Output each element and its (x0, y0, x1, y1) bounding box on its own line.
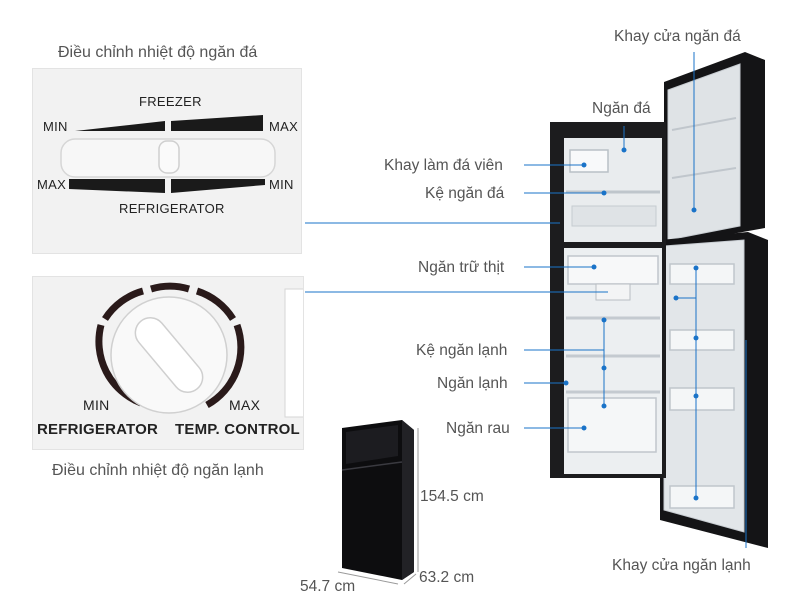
refrigerator-label: REFRIGERATOR (119, 201, 225, 216)
label-fridge: Ngăn lạnh (437, 375, 508, 392)
freezer-scale-left-bar (75, 121, 165, 131)
dial-refrigerator-label: REFRIGERATOR (37, 421, 159, 438)
freezer-door-inner (667, 63, 741, 241)
dial-max-label: MAX (229, 397, 261, 413)
freezer-min-label: MIN (43, 119, 68, 134)
freezer-label: FREEZER (139, 94, 202, 109)
vegetable-drawer (567, 397, 657, 453)
meat-compartment (567, 255, 659, 285)
fridge-control-caption: Điều chỉnh nhiệt độ ngăn lạnh (52, 462, 264, 479)
freezer-control-graphic (60, 115, 276, 193)
fridge-thumbnail (341, 420, 414, 580)
refrigerator-max-label: MAX (37, 177, 67, 192)
freezer-control-caption: Điều chỉnh nhiệt độ ngăn đá (58, 44, 258, 61)
panel-side-slot (284, 288, 303, 418)
leader-lines (305, 52, 747, 548)
label-vegetable: Ngăn rau (446, 420, 510, 437)
dimension-width: 54.7 cm (300, 578, 356, 595)
label-freezer-door-tray: Khay cửa ngăn đá (614, 28, 741, 45)
dimension-lines (337, 428, 419, 585)
refrigerator-min-label: MIN (269, 177, 294, 192)
label-fridge-door-tray: Khay cửa ngăn lạnh (612, 557, 751, 574)
slider-knob[interactable] (158, 140, 180, 174)
fridge-dial-graphic (95, 282, 303, 418)
fridge-control-panel: MIN MAX REFRIGERATOR TEMP. CONTROL (32, 276, 304, 450)
label-meat-compartment: Ngăn trữ thịt (418, 259, 505, 276)
dimension-depth: 63.2 cm (419, 569, 475, 586)
label-freezer-shelf: Kệ ngăn đá (425, 185, 505, 202)
label-freezer: Ngăn đá (592, 100, 651, 117)
refrigerator-scale-right-bar (171, 179, 265, 193)
dial-handle[interactable] (129, 312, 209, 399)
refrigerator-scale-left-bar (69, 179, 165, 193)
label-ice-tray: Khay làm đá viên (384, 157, 503, 174)
leader-dots (563, 147, 699, 501)
freezer-max-label: MAX (269, 119, 299, 134)
freezer-scale-right-bar (171, 115, 263, 131)
dial-min-label: MIN (83, 397, 110, 413)
dial-temp-control-label: TEMP. CONTROL (175, 421, 300, 438)
dimension-height: 154.5 cm (420, 488, 484, 505)
ice-tray (569, 149, 609, 173)
label-fridge-shelf: Kệ ngăn lạnh (416, 342, 508, 359)
freezer-control-panel: FREEZER MIN MAX MAX MIN REFRIGERATOR (32, 68, 302, 254)
